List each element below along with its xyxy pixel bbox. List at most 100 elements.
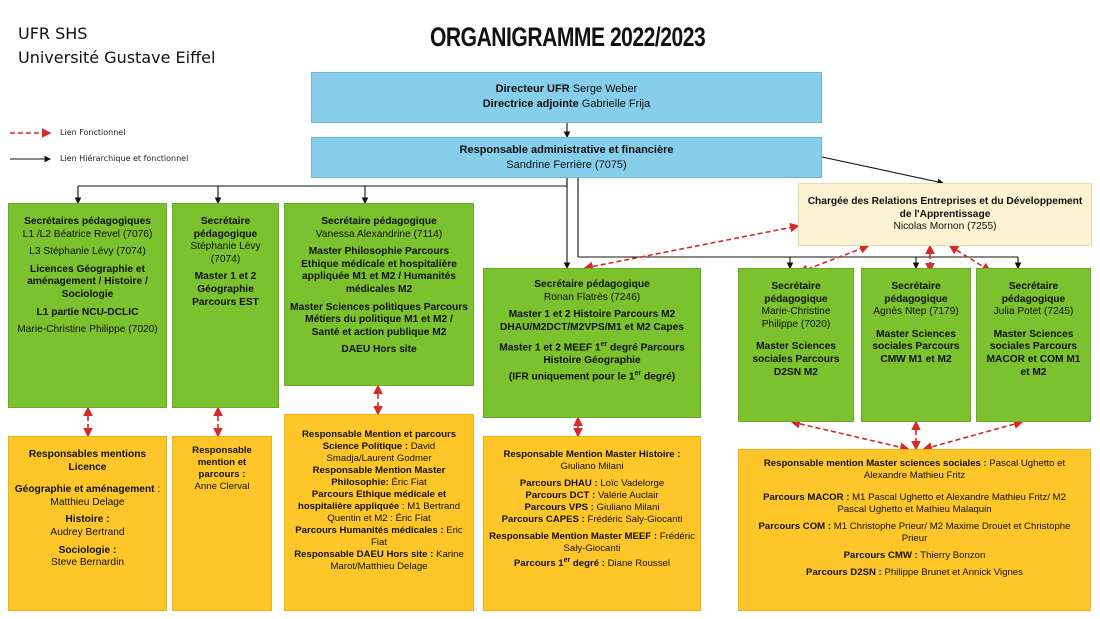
geography-label: Géographie et aménagement	[14, 484, 155, 496]
admin-box: Responsable administrative et financière…	[311, 137, 822, 178]
dhau-name: Loïc Vadelorge	[600, 478, 665, 489]
meef-sup-b: er	[634, 369, 642, 377]
capes-label: Parcours CAPES :	[501, 514, 585, 525]
com-name: M1 Christophe Prieur/ M2 Maxime Drouet e…	[833, 521, 1071, 544]
macor-label: Parcours MACOR :	[763, 492, 850, 503]
sociology-label: Sociologie :	[58, 544, 117, 556]
secretary-title: Secrétaire pédagogique	[534, 279, 650, 290]
humanities-resp-label: Parcours Humanités médicales :	[295, 525, 444, 536]
master-program: Master Sciences sociales Parcours MACOR …	[986, 328, 1081, 378]
responsible-box-history: Responsable Mention Master Histoire : Gi…	[483, 436, 701, 611]
responsible-box-philosophy: Responsable Mention et parcours Science …	[284, 414, 474, 611]
geography-name: : Matthieu Delage	[50, 484, 161, 508]
master-program: Master Sciences sociales Parcours CMW M1…	[872, 328, 960, 365]
meef-sup-a: er	[600, 341, 608, 349]
primary-name: Diane Roussel	[607, 558, 670, 570]
cmw-name: Thierry Bonzon	[920, 550, 986, 561]
scpo-resp-name: David Smadja/Laurent Godmer	[326, 441, 436, 464]
secretary-l3: L3 Stéphanie Lévy (7074)	[29, 246, 146, 258]
history-label: Histoire :	[65, 514, 110, 526]
responsible-box-social-sciences: Responsable mention Master sciences soci…	[738, 449, 1091, 611]
secretary-name: Julia Potet (7245)	[993, 306, 1074, 318]
relations-name: Nicolas Mornon (7255)	[893, 221, 997, 233]
philo-resp-label: Responsable Mention Master Philosophie:	[312, 465, 446, 488]
meef-resp-label: Responsable Mention Master MEEF :	[489, 531, 658, 542]
secretary-box-geography: Secrétaire pédagogique Stéphanie Lévy (7…	[172, 203, 279, 408]
humanities-resp-name: Eric Fiat	[371, 525, 463, 548]
secretary-name: Stéphanie Lévy (7074)	[190, 241, 261, 265]
meef-text-a: Master 1 et 2 MEEF 1	[499, 342, 601, 354]
responsible-box-geography: Responsable mention et parcours : Anne C…	[172, 436, 272, 611]
meef-text-b: degré Parcours Histoire Géographie	[543, 342, 685, 367]
dct-name: Valérie Auclair	[597, 490, 659, 501]
social-resp-label: Responsable mention Master sciences soci…	[763, 458, 987, 469]
vps-name: Giuliano Milani	[596, 502, 660, 513]
dct-label: Parcours DCT :	[525, 490, 596, 501]
admin-name: Sandrine Ferrière (7075)	[506, 159, 627, 171]
ethics-resp-label: Parcours Ethique médicale et hospitalièr…	[297, 489, 447, 512]
master-program: Master Sciences sociales Parcours D2SN M…	[752, 341, 840, 378]
master-program: Master 1 et 2 Géographie Parcours EST	[192, 271, 259, 308]
deputy-director-name: Gabrielle Frija	[581, 98, 651, 110]
admin-role: Responsable administrative et financière	[459, 144, 674, 156]
page-title: ORGANIGRAMME 2022/2023	[430, 22, 706, 52]
meef-resp-name: Frédéric Saly-Giocanti	[563, 531, 695, 554]
daeu-resp-name: Karine Marot/Matthieu Delage	[330, 549, 464, 572]
relations-role: Chargée des Relations Entreprises et du …	[807, 196, 1083, 220]
macor-name: M1 Pascal Ughetto et Alexandre Mathieu F…	[837, 492, 1066, 515]
secretary-title: Secrétaire pédagogique	[884, 281, 948, 305]
secretary-title: Secrétaire pédagogique	[321, 216, 437, 227]
director-label: Directeur UFR	[495, 83, 570, 95]
history-resp-label: Responsable Mention Master Histoire :	[503, 449, 681, 460]
university-name: Université Gustave Eiffel	[18, 48, 216, 67]
vps-label: Parcours VPS :	[524, 502, 594, 513]
organization-header: UFR SHS Université Gustave Eiffel	[18, 22, 215, 70]
daeu-resp-label: Responsable DAEU Hors site :	[294, 549, 434, 560]
secretary-box-philosophy: Secrétaire pédagogique Vanessa Alexandri…	[284, 203, 474, 386]
primary-sup: er	[563, 557, 571, 564]
ncu-program: L1 partie NCU-DCLIC	[36, 306, 139, 318]
philo-resp-name: Éric Fiat	[391, 477, 427, 488]
scpo-resp-label: Responsable Mention et parcours Science …	[301, 429, 457, 452]
director-box: Directeur UFR Serge Weber Directrice adj…	[311, 72, 822, 123]
d2sn-label: Parcours D2SN :	[806, 567, 882, 578]
secretary-name: Vanessa Alexandrine (7114)	[315, 228, 443, 240]
secretary-box-history: Secrétaire pédagogique Ronan Flatrès (72…	[483, 268, 701, 418]
link-green7-orange5	[922, 419, 1024, 452]
secretary-name: Marie-Christine Philippe (7020)	[761, 306, 831, 330]
deputy-director-label: Directrice adjointe	[482, 98, 579, 110]
relations-box: Chargée des Relations Entreprises et du …	[798, 183, 1092, 246]
secretary-name: Ronan Flatrès (7246)	[543, 291, 641, 303]
responsible-title: Responsables mentions Licence	[28, 449, 147, 473]
ethics-resp-name: : M1 Bertrand Quentin et M2 : Éric Fiat	[327, 501, 461, 524]
director-name: Serge Weber	[572, 83, 638, 95]
com-label: Parcours COM :	[758, 521, 832, 532]
d2sn-name: Philippe Brunet et Annick Vignes	[884, 567, 1023, 578]
secretary-box-cmw: Secrétaire pédagogique Agnès Ntep (7179)…	[861, 268, 971, 422]
meef-text-c: (IFR uniquement pour le 1	[508, 371, 635, 383]
legend-functional-label: Lien Fonctionnel	[60, 128, 126, 137]
secretary-box-macor: Secrétaire pédagogique Julia Potet (7245…	[976, 268, 1091, 422]
secretary-title: Secrétaire pédagogique	[764, 281, 828, 305]
secretary-box-d2sn: Secrétaire pédagogique Marie-Christine P…	[738, 268, 854, 422]
master-meef: Master 1 et 2 MEEF 1er degré Parcours Hi…	[489, 339, 695, 368]
link-relations-green4	[583, 222, 800, 272]
responsible-name: Anne Clerval	[194, 481, 250, 492]
primary-label-a: Parcours 1	[514, 558, 564, 570]
primary-label-b: degré :	[570, 558, 605, 570]
responsible-box-licence: Responsables mentions Licence Géographie…	[8, 436, 167, 611]
primary-label: Parcours 1er degré :	[514, 557, 605, 570]
secretary-box-licence: Secrétaires pédagogiques L1 /L2 Béatrice…	[8, 203, 167, 408]
responsible-title: Responsable mention et parcours :	[192, 445, 252, 480]
secretary-title: Secrétaire pédagogique	[193, 216, 258, 240]
dhau-label: Parcours DHAU :	[519, 478, 598, 489]
link-admin-relations	[821, 156, 945, 186]
secretary-l1l2: L1 /L2 Béatrice Revel (7076)	[22, 228, 153, 240]
master-philosophy: Master Philosophie Parcours Ethique médi…	[301, 246, 457, 295]
secretary-name: Agnès Ntep (7179)	[873, 306, 959, 318]
social-resp-name: Pascal Ughetto et Alexandre Mathieu Frit…	[863, 458, 1066, 481]
secretary-title: Secrétaires pédagogiques	[24, 216, 151, 227]
history-name: Audrey Bertrand	[50, 526, 125, 538]
master-meef-note: (IFR uniquement pour le 1er degré)	[489, 368, 695, 384]
link-green5-orange5	[790, 419, 910, 452]
